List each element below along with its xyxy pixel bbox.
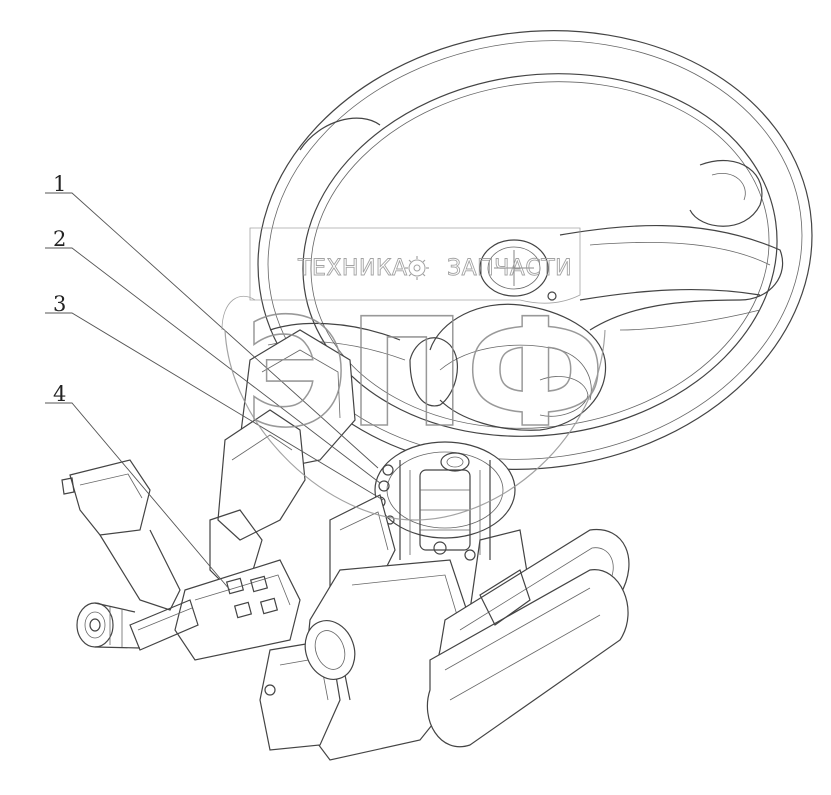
watermark-left-word: ТЕХНИКА — [297, 256, 408, 281]
right-combination-switch — [426, 528, 630, 748]
watermark: ТЕХНИКА ЗАПЧАСТИ ЭПФ — [221, 227, 606, 521]
callout-4: 4 — [53, 382, 66, 406]
steering-wheel — [257, 30, 813, 470]
callout-2: 2 — [53, 227, 66, 251]
column-shroud-upper — [209, 329, 356, 591]
watermark-right-word: ЗАПЧАСТИ — [447, 256, 572, 281]
watermark-logo: ЭПФ — [245, 287, 605, 461]
callout-1: 1 — [53, 172, 66, 196]
leader-lines — [45, 192, 384, 591]
left-combination-switch — [61, 459, 301, 661]
callout-3: 3 — [53, 292, 66, 316]
gear-icon — [405, 256, 429, 280]
